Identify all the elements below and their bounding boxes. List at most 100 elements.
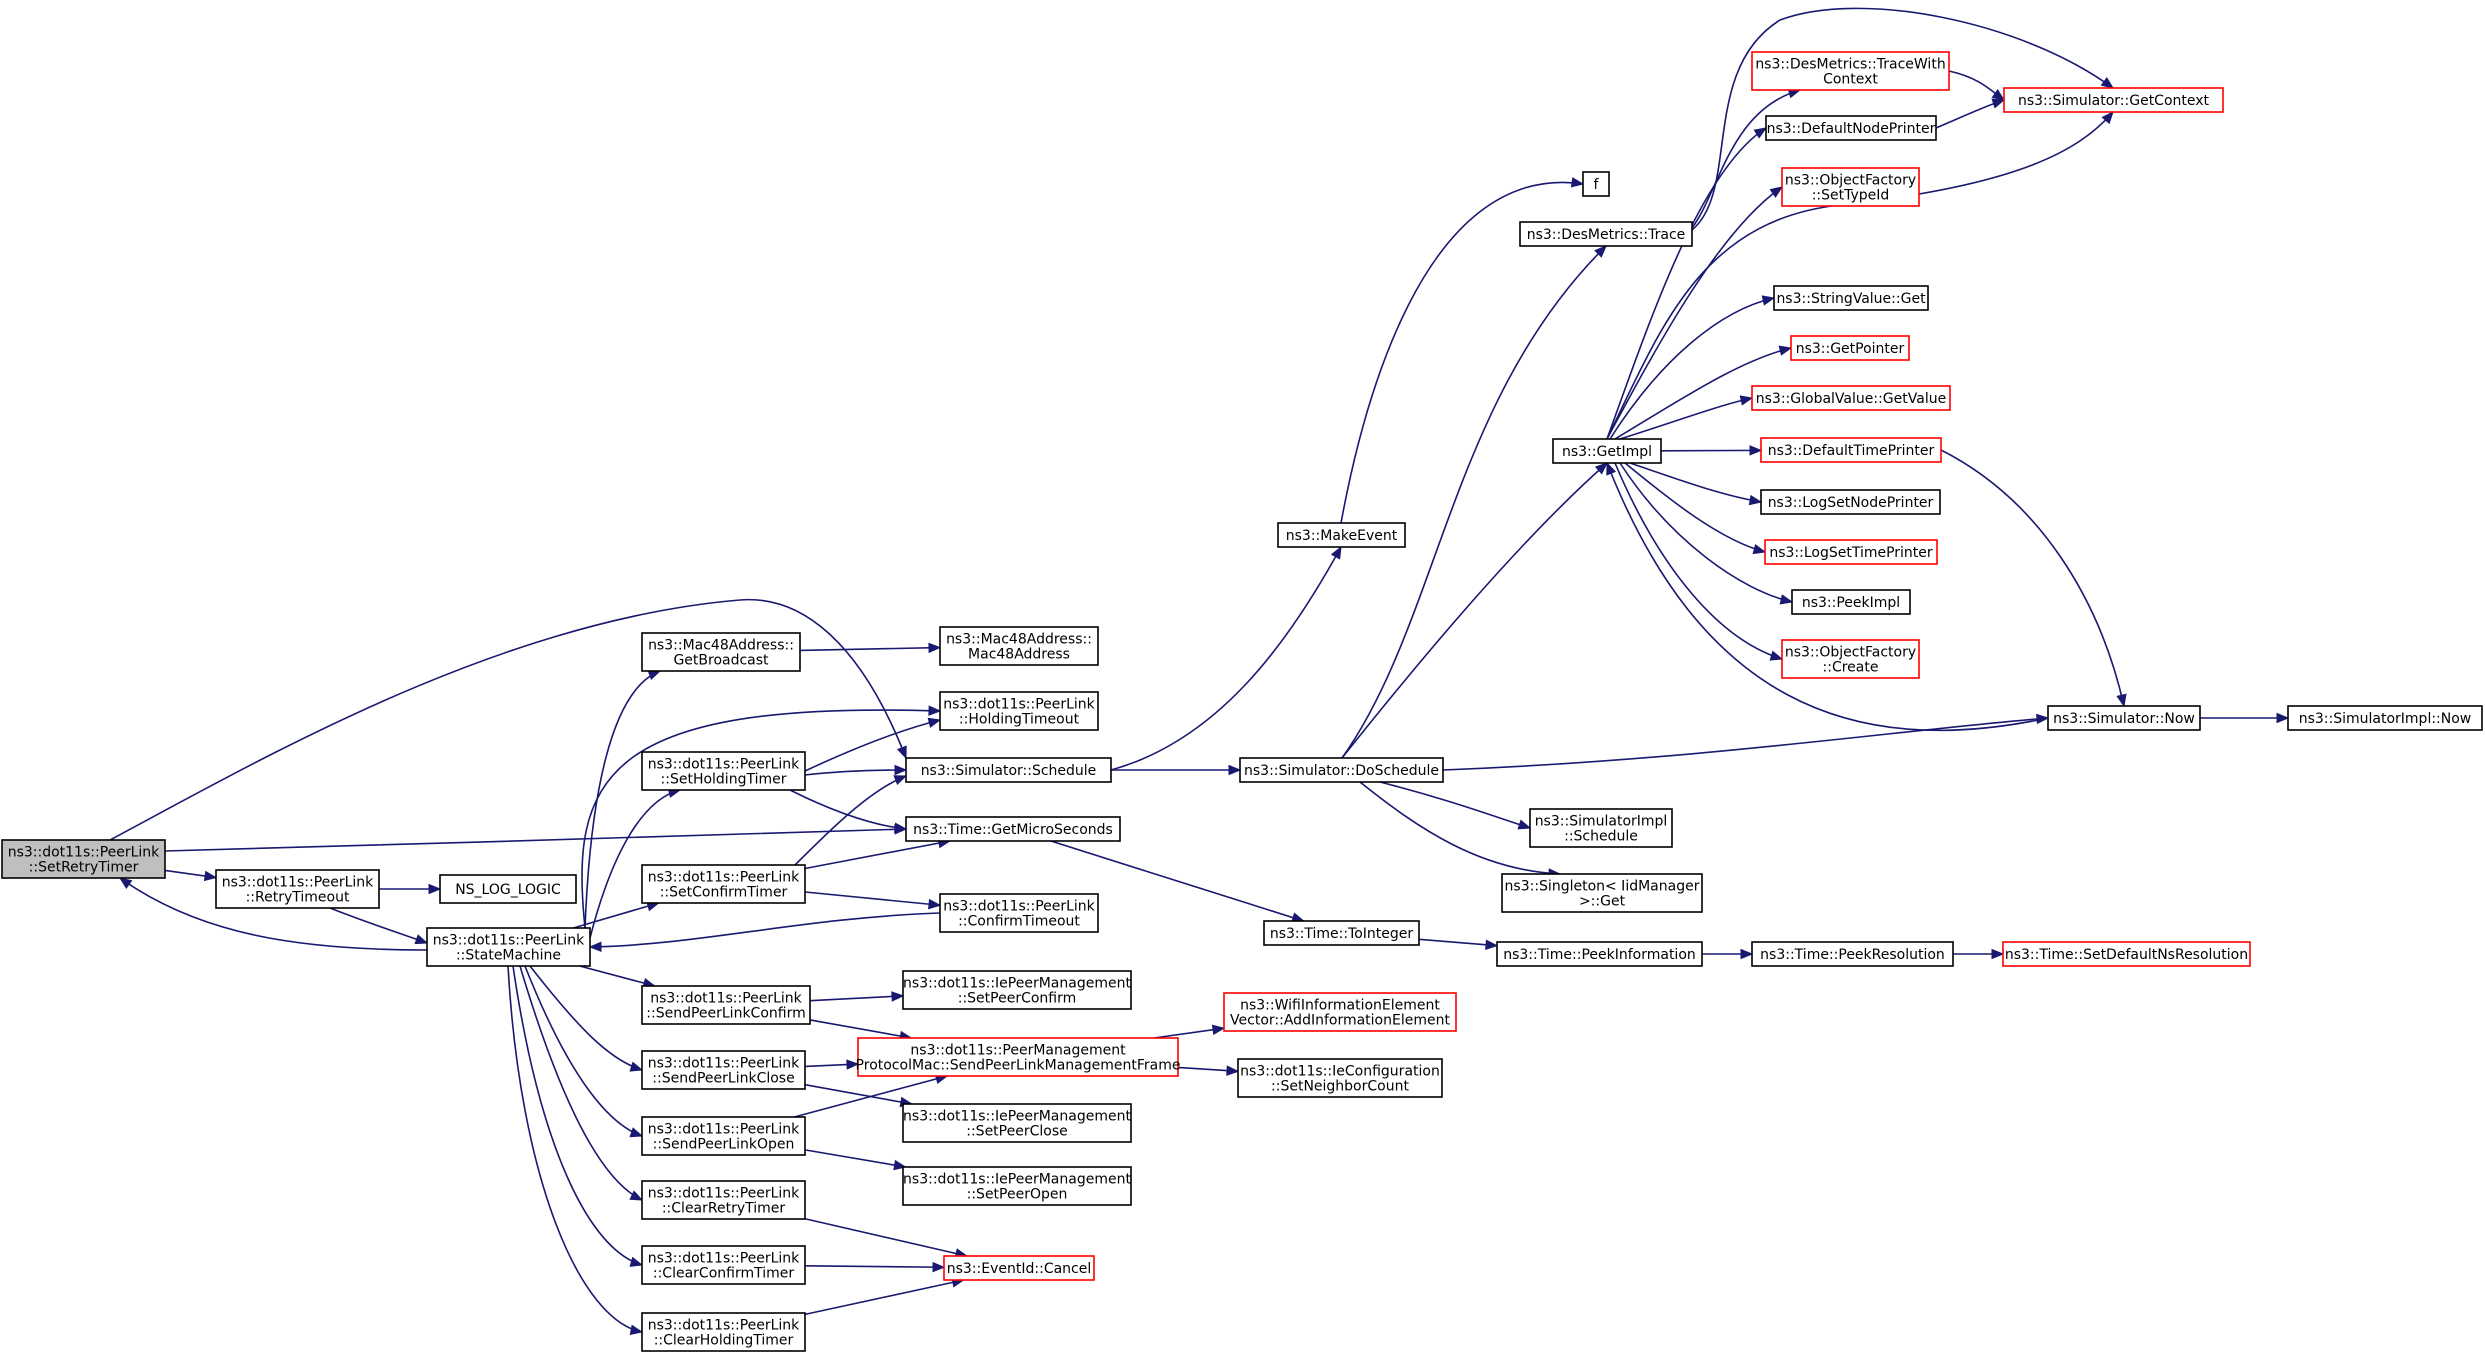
node-f[interactable]: f bbox=[1582, 171, 1610, 197]
node-getcontext[interactable]: ns3::Simulator::GetContext bbox=[2003, 87, 2224, 113]
node-sendmgmt[interactable]: ns3::dot11s::PeerManagementProtocolMac::… bbox=[856, 1037, 1181, 1077]
edge-schedule-to-doschedule bbox=[1111, 764, 1242, 776]
node-box bbox=[1, 839, 166, 879]
node-label: ns3::Mac48Address:: bbox=[946, 632, 1092, 648]
node-box bbox=[902, 1103, 1132, 1143]
node-box bbox=[1751, 941, 1954, 967]
node-label: ns3::LogSetTimePrinter bbox=[1769, 545, 1933, 561]
node-nslog[interactable]: NS_LOG_LOGIC bbox=[439, 874, 577, 904]
node-doschedule[interactable]: ns3::Simulator::DoSchedule bbox=[1239, 757, 1444, 783]
node-logsettime[interactable]: ns3::LogSetTimePrinter bbox=[1764, 539, 1938, 565]
node-getbroadcast[interactable]: ns3::Mac48Address::GetBroadcast bbox=[641, 632, 801, 672]
node-box bbox=[1773, 285, 1929, 311]
node-label: ns3::Time::ToInteger bbox=[1270, 926, 1414, 942]
node-label: ::SetHoldingTimer bbox=[661, 772, 787, 788]
node-logsetnode[interactable]: ns3::LogSetNodePrinter bbox=[1760, 489, 1941, 515]
node-label: ns3::dot11s::PeerManagement bbox=[910, 1043, 1126, 1059]
node-retrytimeout[interactable]: ns3::dot11s::PeerLink::RetryTimeout bbox=[215, 869, 380, 909]
node-box bbox=[641, 985, 811, 1025]
node-clearretry[interactable]: ns3::dot11s::PeerLink::ClearRetryTimer bbox=[641, 1180, 806, 1220]
node-ofcreate[interactable]: ns3::ObjectFactory::Create bbox=[1781, 639, 1920, 679]
node-setpeerconfirm[interactable]: ns3::dot11s::IePeerManagement::SetPeerCo… bbox=[902, 970, 1132, 1010]
node-setpeeropen[interactable]: ns3::dot11s::IePeerManagement::SetPeerOp… bbox=[902, 1166, 1132, 1206]
node-peekinfo[interactable]: ns3::Time::PeekInformation bbox=[1496, 941, 1703, 967]
node-setretry[interactable]: ns3::dot11s::PeerLink::SetRetryTimer bbox=[1, 839, 166, 879]
node-box bbox=[1239, 757, 1444, 783]
edge-statemachine-to-setholding bbox=[589, 787, 682, 939]
node-label: f bbox=[1594, 177, 1600, 193]
node-label: ::SetPeerClose bbox=[966, 1124, 1068, 1140]
node-simimplsched[interactable]: ns3::SimulatorImpl::Schedule bbox=[1529, 808, 1673, 848]
node-label: ns3::dot11s::PeerLink bbox=[8, 845, 160, 861]
node-globalget[interactable]: ns3::GlobalValue::GetValue bbox=[1751, 385, 1951, 411]
node-implnow[interactable]: ns3::SimulatorImpl::Now bbox=[2287, 705, 2483, 731]
node-makeevent[interactable]: ns3::MakeEvent bbox=[1277, 522, 1406, 548]
edge-peekres-to-setdefres bbox=[1953, 948, 2005, 960]
node-label: ns3::GlobalValue::GetValue bbox=[1756, 391, 1946, 407]
node-settypeid[interactable]: ns3::ObjectFactory::SetTypeId bbox=[1781, 167, 1920, 207]
node-label: ns3::ObjectFactory bbox=[1785, 645, 1916, 661]
node-holdingtimeout[interactable]: ns3::dot11s::PeerLink::HoldingTimeout bbox=[939, 691, 1099, 731]
node-box bbox=[939, 893, 1099, 933]
node-box bbox=[939, 626, 1099, 666]
node-cancel[interactable]: ns3::EventId::Cancel bbox=[943, 1255, 1095, 1281]
node-box bbox=[905, 757, 1112, 783]
edge-statemachine-to-clearconfirm bbox=[512, 965, 644, 1267]
node-label: ns3::dot11s::PeerLink bbox=[943, 899, 1095, 915]
edge-getimpl-to-stringget bbox=[1609, 295, 1776, 440]
arrowhead bbox=[1778, 345, 1793, 356]
node-deftimeprinter[interactable]: ns3::DefaultTimePrinter bbox=[1760, 437, 1942, 463]
node-setdefres[interactable]: ns3::Time::SetDefaultNsResolution bbox=[2002, 941, 2251, 967]
node-box bbox=[905, 816, 1121, 842]
node-confirmtimeout[interactable]: ns3::dot11s::PeerLink::ConfirmTimeout bbox=[939, 893, 1099, 933]
node-setpeerclose[interactable]: ns3::dot11s::IePeerManagement::SetPeerCl… bbox=[902, 1103, 1132, 1143]
node-peekres[interactable]: ns3::Time::PeekResolution bbox=[1751, 941, 1954, 967]
node-box bbox=[1519, 221, 1693, 247]
node-getpointer[interactable]: ns3::GetPointer bbox=[1790, 335, 1910, 361]
node-sendconfirm[interactable]: ns3::dot11s::PeerLink::SendPeerLinkConfi… bbox=[641, 985, 811, 1025]
node-setconfirm[interactable]: ns3::dot11s::PeerLink::SetConfirmTimer bbox=[641, 864, 806, 904]
node-label: ns3::DesMetrics::TraceWith bbox=[1755, 57, 1945, 73]
arrowhead bbox=[1740, 948, 1754, 960]
node-mac48[interactable]: ns3::Mac48Address::Mac48Address bbox=[939, 626, 1099, 666]
arrowhead bbox=[414, 934, 429, 945]
node-stringget[interactable]: ns3::StringValue::Get bbox=[1773, 285, 1929, 311]
node-box bbox=[1263, 920, 1420, 946]
edge-makeevent-to-f bbox=[1340, 177, 1585, 524]
node-getimpl[interactable]: ns3::GetImpl bbox=[1552, 438, 1662, 464]
node-box bbox=[1529, 808, 1673, 848]
arrowhead bbox=[1991, 98, 2006, 109]
node-tointeger[interactable]: ns3::Time::ToInteger bbox=[1263, 920, 1420, 946]
node-setholding[interactable]: ns3::dot11s::PeerLink::SetHoldingTimer bbox=[641, 751, 806, 791]
node-peekimpl[interactable]: ns3::PeekImpl bbox=[1791, 589, 1911, 615]
node-label: Context bbox=[1823, 72, 1878, 88]
node-destrace[interactable]: ns3::DesMetrics::Trace bbox=[1519, 221, 1693, 247]
edge-doschedule-to-now bbox=[1442, 713, 2050, 771]
arrowhead bbox=[1739, 395, 1754, 406]
node-statemachine[interactable]: ns3::dot11s::PeerLink::StateMachine bbox=[426, 927, 591, 967]
node-schedule[interactable]: ns3::Simulator::Schedule bbox=[905, 757, 1112, 783]
edge-doschedule-to-simimplsched bbox=[1379, 781, 1532, 830]
node-addinfo[interactable]: ns3::WifiInformationElementVector::AddIn… bbox=[1223, 992, 1457, 1032]
node-sendopen[interactable]: ns3::dot11s::PeerLink::SendPeerLinkOpen bbox=[641, 1116, 806, 1156]
node-singleton[interactable]: ns3::Singleton< IidManager>::Get bbox=[1501, 873, 1703, 913]
node-clearconfirm[interactable]: ns3::dot11s::PeerLink::ClearConfirmTimer bbox=[641, 1245, 806, 1285]
node-label: NS_LOG_LOGIC bbox=[455, 882, 561, 898]
node-label: ns3::dot11s::PeerLink bbox=[943, 697, 1095, 713]
node-box bbox=[902, 970, 1132, 1010]
node-label: ns3::DesMetrics::Trace bbox=[1527, 227, 1686, 243]
arrowhead bbox=[1769, 186, 1784, 198]
node-label: ::ClearRetryTimer bbox=[662, 1201, 786, 1217]
node-defnodeprinter[interactable]: ns3::DefaultNodePrinter bbox=[1765, 115, 1937, 141]
edge-sendopen-to-setpeeropen bbox=[804, 1149, 907, 1171]
node-sendclose[interactable]: ns3::dot11s::PeerLink::SendPeerLinkClose bbox=[641, 1050, 806, 1090]
node-now[interactable]: ns3::Simulator::Now bbox=[2047, 705, 2201, 731]
node-setneighbor[interactable]: ns3::dot11s::IeConfiguration::SetNeighbo… bbox=[1237, 1058, 1443, 1098]
node-box bbox=[641, 864, 806, 904]
node-layer: ns3::dot11s::PeerLink::SetRetryTimerns3:… bbox=[1, 51, 2483, 1352]
node-label: ns3::dot11s::PeerLink bbox=[648, 757, 800, 773]
node-getmicro[interactable]: ns3::Time::GetMicroSeconds bbox=[905, 816, 1121, 842]
node-clearholding[interactable]: ns3::dot11s::PeerLink::ClearHoldingTimer bbox=[641, 1312, 806, 1352]
